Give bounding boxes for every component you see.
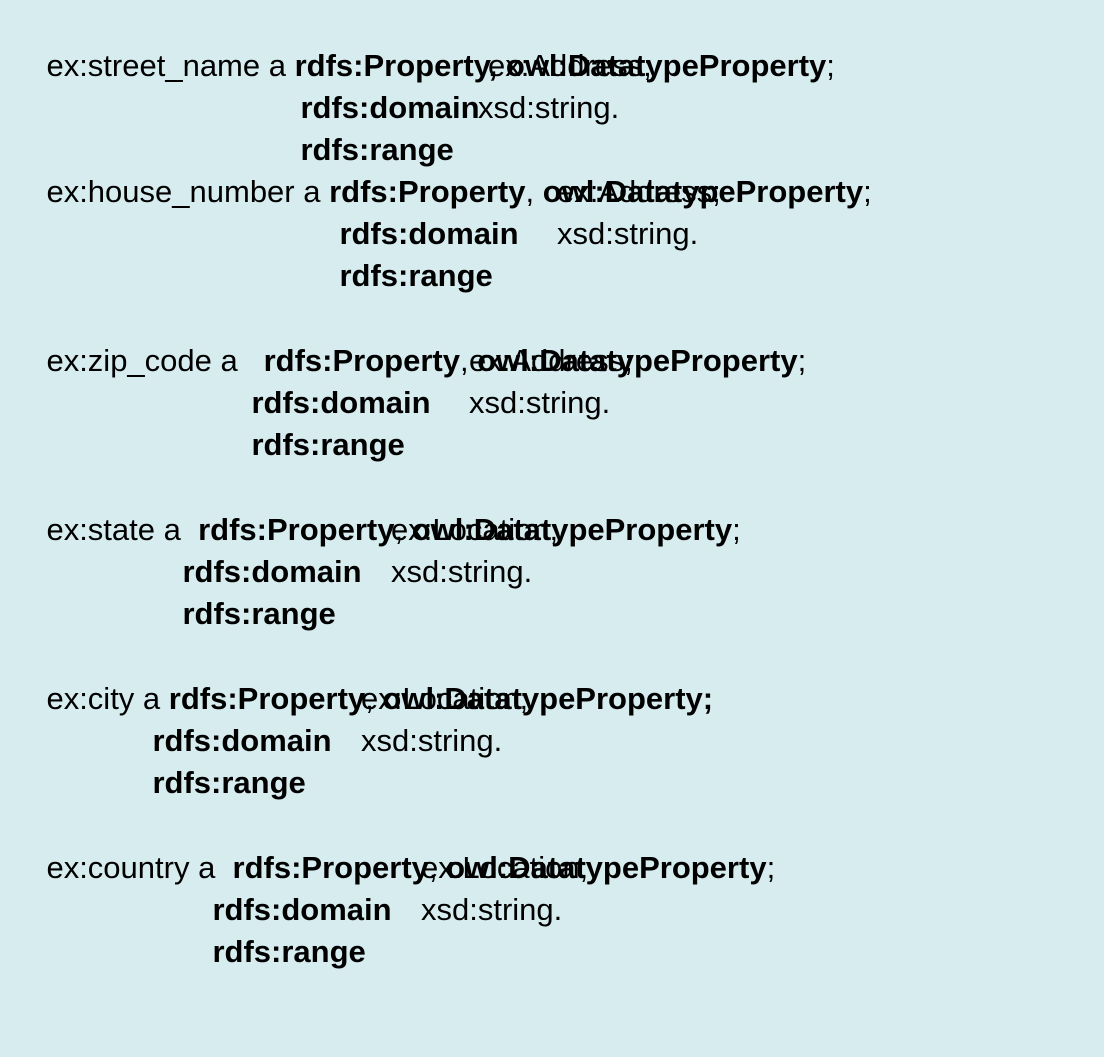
- type-keyword: rdfs:Property: [198, 512, 395, 547]
- range-value: xsd:string.: [478, 90, 620, 125]
- range-line: rdfs:range xsd:string.: [178, 889, 562, 969]
- domain-keyword: rdfs:domain: [182, 554, 362, 589]
- type-keyword: rdfs:Property: [263, 343, 460, 378]
- subject-text: ex:state a: [46, 512, 199, 547]
- domain-value: ex:Location;: [421, 850, 589, 885]
- domain-line: rdfs:domain ex:Address;: [305, 171, 720, 251]
- type-keyword: rdfs:Property: [232, 850, 429, 885]
- domain-keyword: rdfs:domain: [212, 892, 392, 927]
- domain-line: rdfs:domain ex:Location;: [148, 509, 558, 589]
- range-value: xsd:string.: [557, 216, 699, 251]
- range-line: rdfs:range xsd:string.: [217, 382, 610, 462]
- range-keyword: rdfs:range: [251, 427, 405, 462]
- domain-line: rdfs:domain ex:Address;: [266, 45, 651, 125]
- range-value: xsd:string.: [421, 892, 563, 927]
- range-line: rdfs:range xsd:string.: [148, 551, 532, 631]
- statement-terminator: ;: [797, 343, 807, 378]
- statement-terminator: ;: [863, 174, 872, 209]
- property-declaration-line: ex:city a rdfs:Property, owl:DatatypePro…: [12, 636, 713, 716]
- domain-keyword: rdfs:domain: [152, 723, 332, 758]
- domain-line: rdfs:domain ex:Location;: [178, 847, 588, 927]
- type-separator: ,: [525, 174, 543, 209]
- domain-value: ex:Address;: [469, 343, 633, 378]
- domain-value: ex:Location;: [391, 512, 559, 547]
- subject-text: ex:street_name a: [46, 48, 295, 83]
- range-keyword: rdfs:range: [152, 765, 306, 800]
- domain-value: ex:Address;: [557, 174, 721, 209]
- subject-text: ex:country a: [46, 850, 233, 885]
- domain-keyword: rdfs:domain: [300, 90, 480, 125]
- range-value: xsd:string.: [469, 385, 611, 420]
- range-line: rdfs:range xsd:string.: [305, 213, 698, 293]
- range-value: xsd:string.: [391, 554, 533, 589]
- property-declaration-line: ex:country a rdfs:Property, owl:Datatype…: [12, 805, 775, 885]
- property-declaration-line: ex:state a rdfs:Property, owl:DatatypePr…: [12, 467, 740, 547]
- range-keyword: rdfs:range: [339, 258, 493, 293]
- subject-text: ex:zip_code a: [46, 343, 264, 378]
- statement-terminator: ;: [732, 512, 741, 547]
- type-keyword-secondary: owl:DatatypeProperty;: [382, 681, 714, 716]
- statement-terminator: ;: [766, 850, 776, 885]
- type-separator: ,: [459, 343, 478, 378]
- domain-line: rdfs:domain ex:Location;: [118, 678, 528, 758]
- rdf-schema-document: ex:street_name a rdfs:Property, owl:Data…: [12, 3, 872, 969]
- domain-line: rdfs:domain ex:Address;: [217, 340, 632, 420]
- type-keyword-secondary: owl:DatatypeProperty: [446, 850, 767, 885]
- range-keyword: rdfs:range: [182, 596, 336, 631]
- type-separator: ,: [365, 681, 383, 716]
- range-line: rdfs:range xsd:string.: [118, 720, 502, 800]
- type-keyword: rdfs:Property: [168, 681, 366, 716]
- domain-keyword: rdfs:domain: [251, 385, 431, 420]
- range-line: rdfs:range xsd:string.: [266, 87, 619, 167]
- type-keyword: rdfs:Property, owl:DatatypeProperty: [294, 48, 827, 83]
- property-declaration-line: ex:house_number a rdfs:Property, owl:Dat…: [12, 129, 871, 209]
- property-declaration-line: ex:street_name a rdfs:Property, owl:Data…: [12, 3, 834, 83]
- type-keyword-secondary: owl:DatatypeProperty: [411, 512, 733, 547]
- range-keyword: rdfs:range: [212, 934, 366, 969]
- subject-text: ex:city a: [46, 681, 169, 716]
- type-separator: ,: [428, 850, 447, 885]
- type-keyword-secondary: owl:DatatypeProperty: [542, 174, 864, 209]
- statement-terminator: ;: [826, 48, 835, 83]
- domain-keyword: rdfs:domain: [339, 216, 519, 251]
- type-keyword: rdfs:Property: [329, 174, 526, 209]
- type-keyword-secondary: owl:DatatypeProperty: [477, 343, 798, 378]
- property-declaration-line: ex:zip_code a rdfs:Property, owl:Datatyp…: [12, 298, 806, 378]
- domain-value: ex:Address;: [488, 48, 652, 83]
- range-keyword: rdfs:range: [300, 132, 454, 167]
- range-value: xsd:string.: [361, 723, 503, 758]
- subject-text: ex:house_number a: [46, 174, 330, 209]
- domain-value: ex:Location;: [361, 681, 529, 716]
- type-separator: ,: [394, 512, 412, 547]
